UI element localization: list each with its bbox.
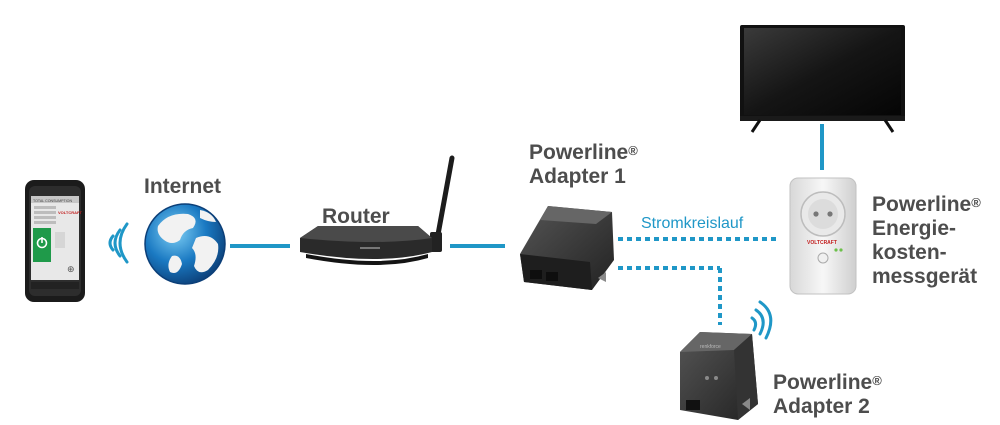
wifi-signal-adapter2	[750, 300, 773, 340]
internet-globe-icon	[144, 203, 226, 285]
internet-label: Internet	[144, 175, 222, 198]
router-device	[300, 155, 455, 265]
phone-brand-text: VOLTCRAFT	[58, 210, 82, 215]
phone-header-text: TOTAL CONSUMPTION	[33, 199, 72, 203]
meter-label-line3: kosten-	[872, 241, 947, 264]
meter-label-line1: Powerline®	[872, 193, 981, 216]
powerline-adapter-2: renkforce	[680, 332, 758, 420]
tv-display	[740, 25, 905, 133]
circuit-label: Stromkreislauf	[641, 215, 744, 232]
meter-brand-text: VOLTCRAFT	[807, 240, 837, 246]
adapter2-label-line2: Adapter 2	[773, 395, 870, 418]
adapter2-brand-text: renkforce	[700, 344, 721, 350]
phone-add-icon: ⊕	[67, 265, 75, 275]
meter-label-line4: messgerät	[872, 265, 978, 288]
smartphone: TOTAL CONSUMPTION VOLTCRAFT ⊕	[25, 180, 85, 302]
wifi-signal-phone	[108, 222, 129, 264]
router-label: Router	[322, 205, 390, 228]
phone-green-tile	[33, 228, 51, 262]
powerline-adapter-1	[520, 206, 614, 290]
adapter2-label-line1: Powerline®	[773, 371, 882, 394]
adapter1-label-line1: Powerline®	[529, 141, 638, 164]
meter-label-line2: Energie-	[872, 217, 957, 240]
adapter1-label-line2: Adapter 1	[529, 165, 626, 188]
energy-meter-device: VOLTCRAFT	[789, 177, 857, 295]
